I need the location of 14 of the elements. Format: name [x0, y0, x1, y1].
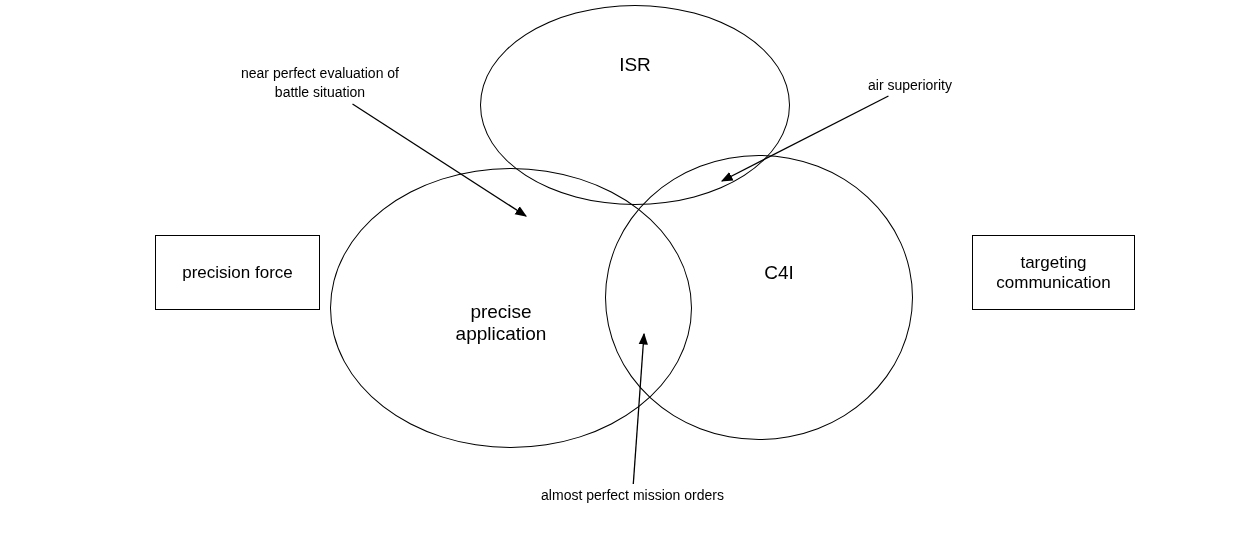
leader-arrow	[351, 103, 527, 217]
node-label: C4I	[763, 261, 795, 284]
leader-arrow	[720, 95, 890, 182]
node-label: targeting communication	[995, 252, 1112, 293]
node-label: precision force	[181, 262, 294, 283]
leader-arrow	[632, 332, 648, 485]
venn-circle	[605, 155, 913, 440]
callout-text: almost perfect mission orders	[505, 484, 760, 506]
concept-box	[972, 235, 1135, 310]
callout-text: near perfect evaluation of battle situation	[225, 62, 415, 104]
node-label: ISR	[618, 54, 652, 76]
node-label: precise application	[454, 301, 548, 345]
concept-box	[155, 235, 320, 310]
callout-text: air superiority	[845, 74, 975, 96]
